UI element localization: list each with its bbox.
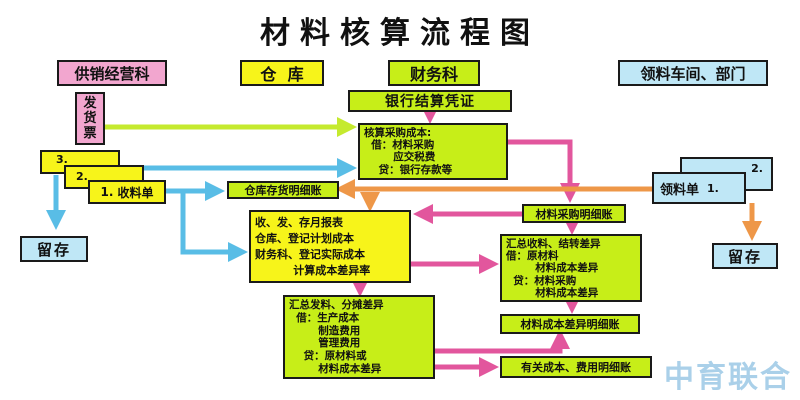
warehouse-stock-ledger: 仓库存货明细账 xyxy=(227,181,339,199)
retain-right: 留存 xyxy=(712,243,778,269)
header-supply-sales: 供销经营科 xyxy=(57,60,167,86)
watermark: 中育联合 xyxy=(664,360,792,395)
header-finance: 财务科 xyxy=(388,60,480,86)
monthly-report: 收、发、存月报表 仓库、登记计划成本 财务科、登记实际成本 计算成本差异率 xyxy=(249,210,411,283)
receipt-copy-1: 1. 收料单 xyxy=(88,180,166,204)
receipt-copy-3-number: 3. xyxy=(56,153,68,166)
page-title: 材料核算流程图 xyxy=(260,16,540,51)
receipt-label: 收料单 xyxy=(117,185,154,200)
receipt-copy-1-number: 1. xyxy=(100,185,114,199)
requisition-copy-1: 领料单 1. xyxy=(652,172,746,204)
header-warehouse: 仓 库 xyxy=(240,60,324,86)
arrow-purchase-to-purchase-ledger xyxy=(508,139,580,203)
invoice-box: 发 货 票 xyxy=(75,92,105,145)
arrow-receipt1-to-monthly-report xyxy=(180,191,248,262)
requisition-copy-2-number: 2. xyxy=(751,162,763,175)
cost-expense-ledger: 有关成本、费用明细账 xyxy=(500,356,652,378)
purchase-cost-entry: 核算采购成本: 借：材料采购 应交税费 贷：银行存款等 xyxy=(358,123,508,180)
retain-left: 留存 xyxy=(20,236,88,262)
cost-variance-ledger: 材料成本差异明细账 xyxy=(500,314,640,334)
invoice-label: 发 货 票 xyxy=(83,96,97,141)
bank-settlement-voucher: 银行结算凭证 xyxy=(348,90,512,112)
material-purchase-ledger: 材料采购明细账 xyxy=(522,204,626,223)
issue-allocation-entry: 汇总发料、分摊差异 借：生产成本 制造费用 管理费用 贷：原材料或 材料成本差异 xyxy=(283,295,435,379)
header-workshop: 领料车间、部门 xyxy=(618,60,768,86)
arrow-issue-to-variance-ledger xyxy=(434,329,570,354)
requisition-copy-1-number: 1. xyxy=(707,181,719,195)
receipt-variance-entry: 汇总收料、结转差异 借：原材料 材料成本差异 贷：材料采购 材料成本差异 xyxy=(500,234,642,302)
requisition-label: 领料单 xyxy=(660,182,700,198)
receipt-copy-2-number: 2. xyxy=(76,170,88,183)
